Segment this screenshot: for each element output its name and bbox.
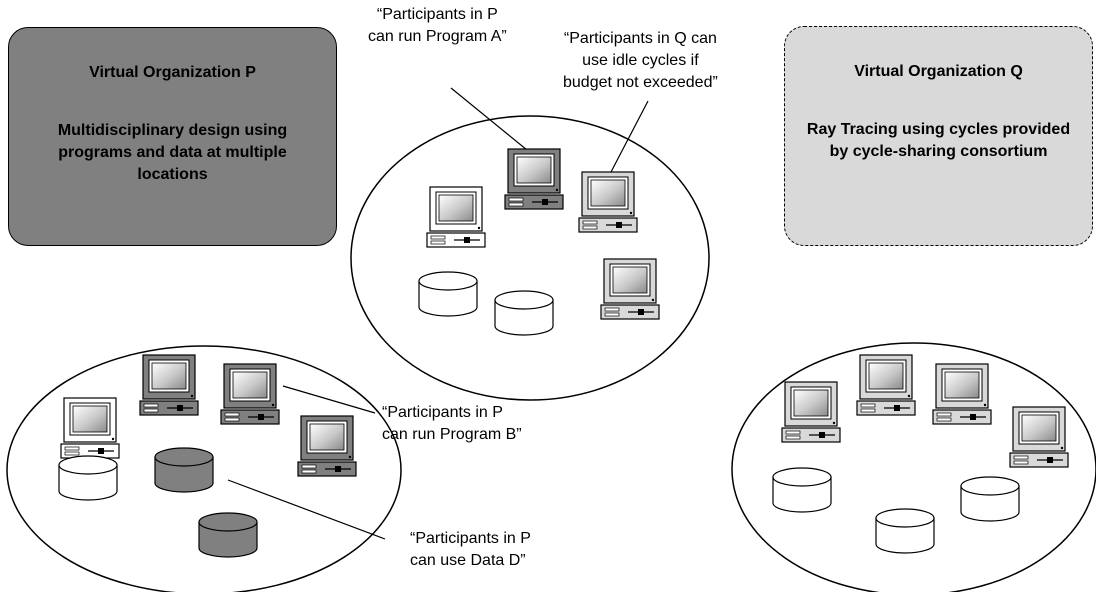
callout-idle-cycles-line-3: budget not exceeded” xyxy=(563,74,718,91)
database-icon xyxy=(875,508,935,554)
database-icon xyxy=(960,476,1020,522)
database-icon xyxy=(198,512,258,558)
computer-icon xyxy=(504,148,564,210)
vo-p-description: Multidisciplinary design using programs … xyxy=(57,122,288,183)
database-icon xyxy=(494,290,554,336)
vo-p-title: Virtual Organization P xyxy=(89,64,256,81)
callout-program-b-line-1: “Participants in P xyxy=(382,404,503,421)
callout-data-d: “Participants in P can use Data D” xyxy=(410,528,531,572)
leader-idle-cycles xyxy=(610,100,649,173)
database-icon xyxy=(154,447,214,493)
storage-layer xyxy=(58,271,1020,558)
computer-icon xyxy=(856,354,916,416)
computer-icon xyxy=(220,363,280,425)
virtual-organization-q-box: Virtual Organization Q Ray Tracing using… xyxy=(784,26,1093,246)
computer-icon xyxy=(1009,406,1069,468)
virtual-organization-p-box: Virtual Organization P Multidisciplinary… xyxy=(8,27,337,246)
leader-data-d xyxy=(227,479,386,540)
computer-icon xyxy=(60,397,120,459)
vo-q-description: Ray Tracing using cycles provided by cyc… xyxy=(806,121,1071,160)
database-icon xyxy=(418,271,478,317)
computer-icon xyxy=(578,171,638,233)
computer-icon xyxy=(600,258,660,320)
callout-program-a-line-1: “Participants in P xyxy=(376,6,498,23)
computer-icon xyxy=(139,354,199,416)
callout-program-b-line-2: can run Program B” xyxy=(382,426,522,443)
callout-program-b: “Participants in P can run Program B” xyxy=(382,402,522,446)
callout-idle-cycles-line-2: use idle cycles if xyxy=(582,52,699,69)
computer-icon xyxy=(932,363,992,425)
callout-program-a: “Participants in P can run Program A” xyxy=(368,4,507,48)
computers-layer xyxy=(60,148,1069,477)
callout-idle-cycles: “Participants in Q can use idle cycles i… xyxy=(563,28,718,94)
computer-icon xyxy=(426,186,486,248)
callout-data-d-line-1: “Participants in P xyxy=(410,530,531,547)
database-icon xyxy=(772,467,832,513)
vo-q-title: Virtual Organization Q xyxy=(854,63,1023,80)
computer-icon xyxy=(297,415,357,477)
callout-program-a-line-2: can run Program A” xyxy=(368,28,507,45)
leader-program-a xyxy=(450,87,528,151)
callout-idle-cycles-line-1: “Participants in Q can xyxy=(563,30,717,47)
callout-data-d-line-2: can use Data D” xyxy=(410,552,526,569)
database-icon xyxy=(58,455,118,501)
callout-leaders xyxy=(227,87,649,540)
leader-program-b xyxy=(282,385,376,414)
computer-icon xyxy=(781,381,841,443)
